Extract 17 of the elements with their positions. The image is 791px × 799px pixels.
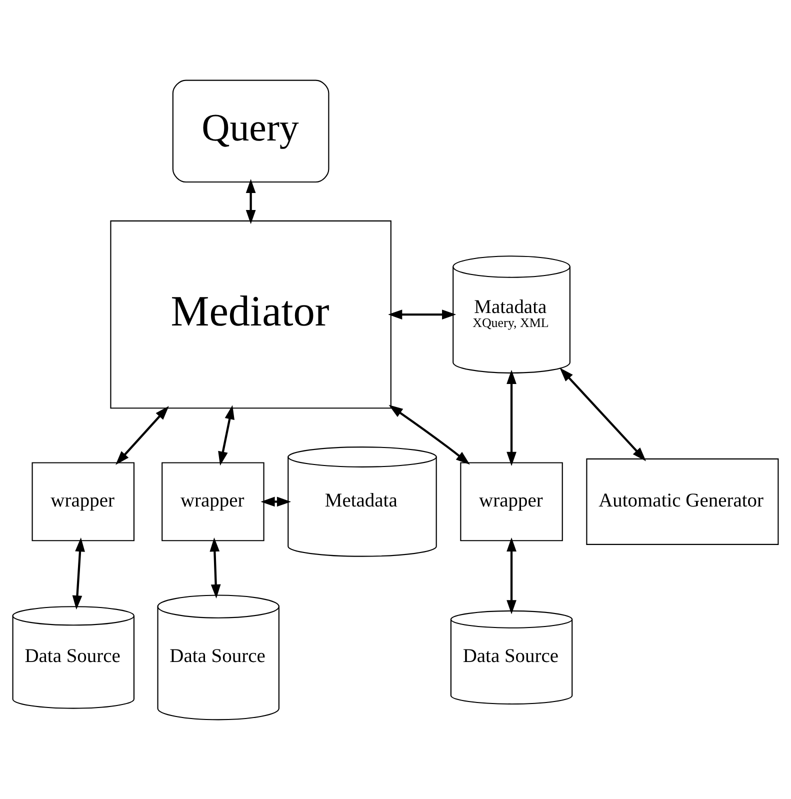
arrow [246, 178, 256, 224]
node-box: wrapper [162, 462, 264, 541]
arrow [388, 404, 470, 464]
node-box: Query [172, 79, 330, 182]
arrow [388, 309, 456, 319]
arrow [210, 536, 221, 598]
arrow [560, 367, 646, 461]
node-box: Mediator [110, 220, 392, 408]
arrow [218, 404, 234, 466]
arrow [506, 369, 516, 466]
node-box: wrapper [32, 462, 135, 541]
arrow [260, 496, 292, 506]
arrow [506, 536, 516, 614]
arrow [72, 536, 85, 610]
arrow [116, 405, 169, 464]
node-box: wrapper [460, 462, 563, 541]
node-box: Automatic Generator [586, 458, 779, 544]
